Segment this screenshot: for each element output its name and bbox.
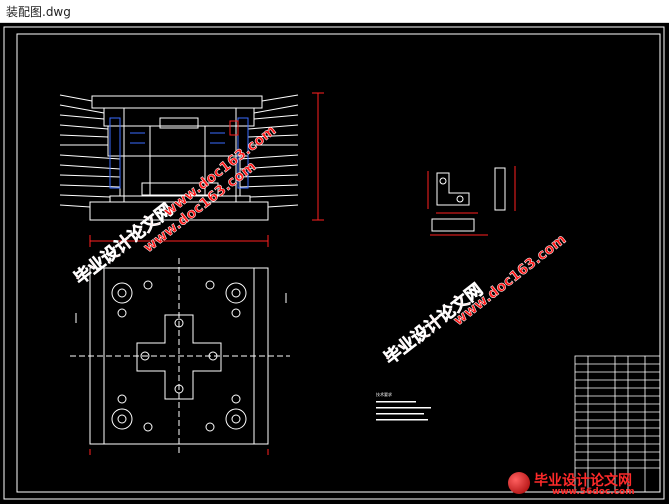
part-detail-dimensions [427,166,516,236]
section-hatching [109,117,249,189]
cad-drawing: 技术要求 毕业设计论文网 www.doc163.com www.doc163.c… [3,26,665,500]
window-title: 装配图.dwg [6,5,71,19]
notes-title: 技术要求 [376,391,392,397]
cad-viewport[interactable]: 技术要求 毕业设计论文网 www.doc163.com www.doc163.c… [0,23,669,504]
part-detail-view [431,167,506,232]
red-insert-mark [229,120,239,136]
watermark-cn-center: 毕业设计论文网 [380,279,487,369]
front-section-view [59,94,299,221]
plan-view-dimensions [89,449,269,455]
title-block [574,355,661,493]
outer-frame [3,26,665,500]
watermark-url-right: www.doc163.com [451,231,570,329]
bottom-logo-url: www.56doc.com [552,487,635,497]
bottom-logo: 毕业设计论文网 www.56doc.com [508,470,658,497]
technical-notes: 技术要求 [376,391,431,421]
plan-view [70,258,290,453]
watermark-url-top: www.doc163.com [161,122,280,220]
logo-mark-icon [508,472,530,494]
inner-frame [16,33,661,493]
bottom-logo-cn: 毕业设计论文网 [534,473,632,489]
front-view-dimensions [89,92,324,247]
window-titlebar: 装配图.dwg [0,0,669,23]
